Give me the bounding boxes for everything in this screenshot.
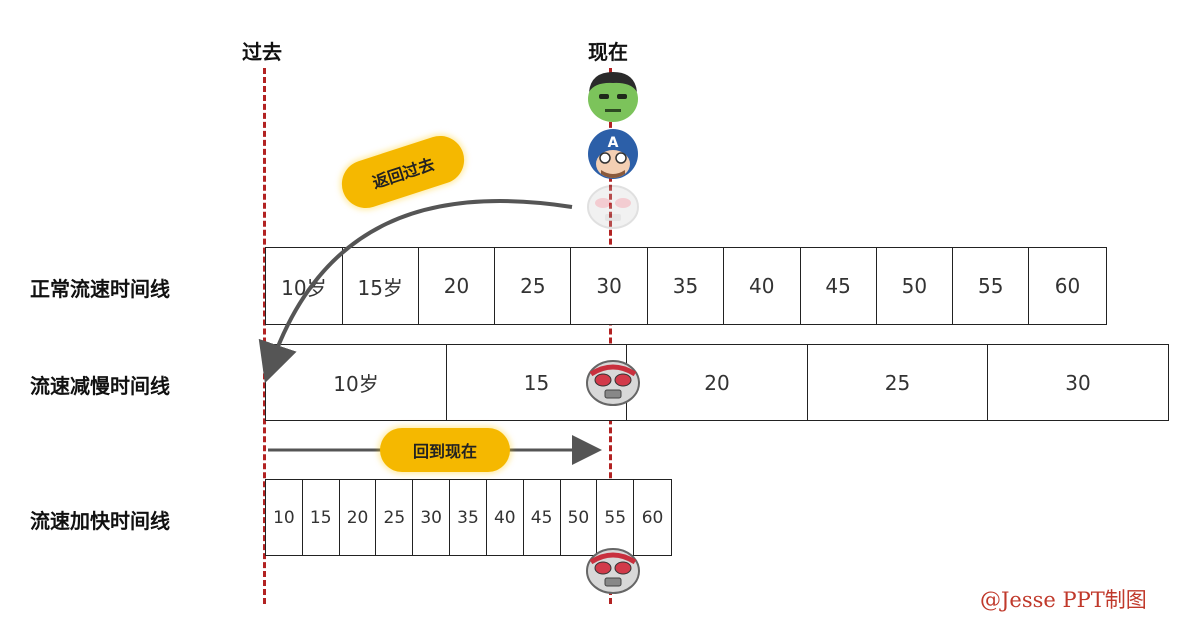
timeline-cell: 50 <box>561 480 598 555</box>
normal-timeline: 10岁 15岁 20 25 30 35 40 45 50 55 60 <box>265 247 1107 325</box>
present-dashed-line <box>609 68 612 604</box>
timeline-cell: 25 <box>376 480 414 555</box>
past-header: 过去 <box>242 40 282 64</box>
author-credit: @Jesse PPT制图 <box>980 588 1147 612</box>
timeline-cell: 60 <box>1054 274 1081 298</box>
timeline-cell: 20 <box>419 248 496 324</box>
timeline-cell: 20 <box>627 345 808 420</box>
timeline-cell: 45 <box>524 480 561 555</box>
captain-america-avatar-icon: A <box>588 129 638 179</box>
timeline-cell: 40 <box>487 480 524 555</box>
timeline-cell: 30 <box>571 248 649 324</box>
present-header: 现在 <box>588 40 628 64</box>
timeline-cell: 55 <box>953 248 1030 324</box>
slow-timeline: 10岁 15 20 25 30 <box>265 344 1169 421</box>
svg-text:A: A <box>608 135 619 151</box>
slow-timeline-label: 流速减慢时间线 <box>30 374 170 398</box>
ant-man-avatar-icon <box>586 548 640 594</box>
timeline-cell: 55 <box>597 480 635 555</box>
timeline-cell: 25 <box>495 248 572 324</box>
timeline-cell: 10岁 <box>266 345 447 420</box>
normal-timeline-label: 正常流速时间线 <box>30 277 170 301</box>
timeline-cell: 60 <box>641 507 664 528</box>
ant-man-avatar-icon <box>586 360 640 406</box>
timeline-cell: 35 <box>648 248 724 324</box>
timeline-cell: 40 <box>724 248 801 324</box>
fast-timeline-label: 流速加快时间线 <box>30 509 170 533</box>
fast-timeline: 10 15 20 25 30 35 40 45 50 55 60 <box>265 479 672 556</box>
ant-man-faded-avatar-icon <box>587 185 639 229</box>
timeline-cell: 25 <box>808 345 988 420</box>
timeline-cell: 10 <box>266 480 303 555</box>
timeline-cell: 15岁 <box>343 248 419 324</box>
back-to-past-pill: 返回过去 <box>335 129 471 215</box>
past-dashed-line <box>263 68 266 604</box>
timeline-cell: 30 <box>413 480 451 555</box>
timeline-cell: 30 <box>1065 370 1091 395</box>
timeline-cell: 50 <box>877 248 954 324</box>
hulk-avatar-icon <box>588 72 638 122</box>
back-to-present-pill: 回到现在 <box>380 428 510 472</box>
timeline-cell: 20 <box>340 480 377 555</box>
timeline-cell: 15 <box>303 480 340 555</box>
timeline-cell: 35 <box>450 480 487 555</box>
timeline-cell: 10岁 <box>266 248 343 324</box>
timeline-cell: 45 <box>801 248 877 324</box>
